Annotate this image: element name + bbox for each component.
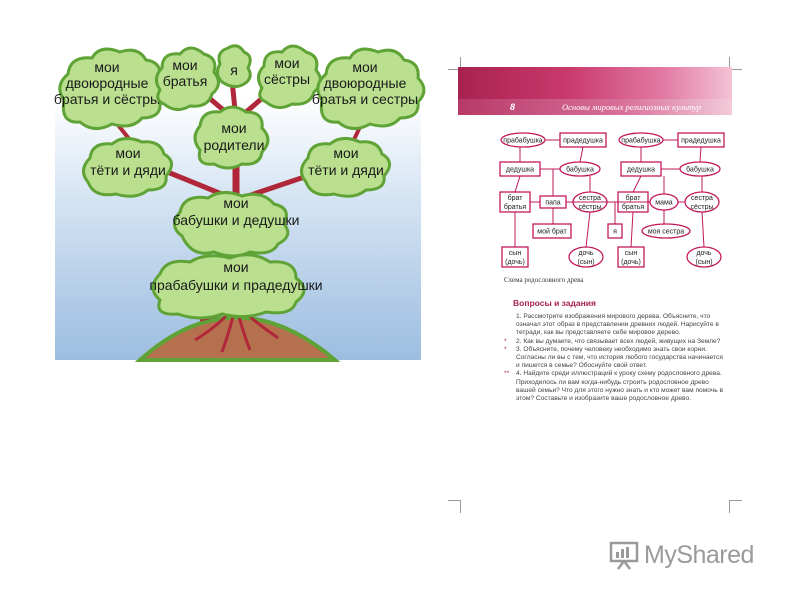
node-label: дедушка	[627, 167, 655, 174]
cloud-line: сёстры	[264, 71, 310, 87]
cloud-line: мои	[115, 145, 140, 161]
node-label: сёстры	[578, 204, 601, 211]
cloud-line: мои	[274, 55, 299, 71]
page-number: 8	[510, 102, 516, 112]
node-label: (сын)	[577, 259, 594, 266]
node-label: (сын)	[695, 259, 712, 266]
node-label: (дочь)	[505, 259, 525, 266]
question-text: 4. Найдите среди иллюстраций к уроку схе…	[516, 370, 723, 403]
difficulty-mark: *	[504, 337, 507, 345]
cloud-great-grandparents: мои прабабушки и прадедушки	[149, 253, 323, 320]
node-label: сестра	[579, 195, 601, 202]
question-text: 2. Как вы думаете, что связывает всех лю…	[516, 337, 721, 345]
node-label: братья	[622, 203, 644, 211]
cloud-cousins-left: мои двоюродные братья и сёстры	[54, 47, 168, 130]
cloud-line: мои	[221, 120, 246, 136]
question-item: * 3. Объясните, почему человеку необходим…	[504, 345, 726, 371]
questions-title: Вопросы и задания	[513, 298, 596, 308]
question-item: ** 4. Найдите среди иллюстраций к уроку с…	[504, 370, 726, 403]
node-label: бабушка	[566, 166, 594, 174]
cloud-line: прабабушки и прадедушки	[149, 277, 322, 293]
cloud-grandparents: мои бабушки и дедушки	[173, 191, 300, 258]
scheme-connectors	[514, 139, 705, 248]
logo-shared: Shared	[676, 541, 754, 569]
node-label: сын	[625, 250, 638, 257]
question-item: 1. Рассмотрите изображения мирового дере…	[516, 313, 726, 338]
node-label: сестра	[691, 195, 713, 202]
node-my-sister	[641, 223, 691, 239]
cloud-line: мои	[172, 57, 197, 73]
node-label: прадедушка	[563, 138, 603, 145]
cloud-line: тёти и дяди	[90, 162, 166, 178]
node-label: братья	[504, 203, 526, 211]
cloud-line: тёти и дяди	[308, 162, 384, 178]
question-text: 1. Рассмотрите изображения мирового дере…	[516, 313, 719, 337]
cloud-line: двоюродные	[324, 75, 407, 91]
cloud-line: братья и сестры	[312, 91, 418, 107]
crop-mark	[448, 500, 461, 513]
cloud-parents: мои родители	[193, 105, 270, 170]
cloud-line: братья	[163, 73, 208, 89]
header-band	[458, 67, 732, 99]
node-label: дочь	[578, 250, 593, 257]
node-label: прадедушка	[681, 138, 721, 145]
cloud-cousins-right: мои двоюродные братья и сестры	[312, 47, 426, 130]
cloud-line: родители	[204, 137, 265, 153]
cloud-line: двоюродные	[66, 75, 149, 91]
difficulty-mark: *	[504, 345, 507, 353]
node-label: сын	[509, 250, 522, 257]
genealogy-scheme: прабабушка прадедушка прабабушка прадеду…	[499, 132, 725, 268]
cloud-line: бабушки и дедушки	[173, 212, 300, 228]
textbook-page: 8 Основы мировых религиозных культур	[448, 57, 742, 513]
logo-text: MyShared	[644, 541, 754, 570]
crop-mark	[729, 57, 742, 70]
cloud-sisters: мои сёстры	[257, 44, 322, 109]
node-label: (дочь)	[621, 259, 641, 266]
logo-my: My	[644, 541, 677, 569]
scheme-caption: Схема родословного древа	[504, 276, 584, 284]
node-label: бабушка	[686, 166, 714, 174]
node-label: мой брат	[537, 228, 567, 236]
cloud-line: я	[230, 62, 238, 78]
node-label: моя сестра	[648, 229, 684, 236]
question-item: * 2. Как вы думаете, что связывает всех л…	[504, 337, 726, 346]
questions-list: 1. Рассмотрите изображения мирового дере…	[504, 313, 726, 403]
cloud-aunts-left: мои тёти и дяди	[82, 137, 173, 198]
cloud-line: мои	[333, 145, 358, 161]
family-tree-illustration: мои двоюродные братья и сёстры мои брать…	[54, 44, 426, 362]
node-my-brother	[532, 223, 572, 239]
cloud-line: братья и сёстры	[54, 91, 160, 107]
node-label: дедушка	[506, 167, 534, 174]
node-label: брат	[626, 194, 642, 202]
node-label: брат	[508, 194, 524, 202]
node-son-2	[617, 246, 645, 268]
cloud-line: мои	[223, 259, 248, 275]
cloud-brothers: мои братья	[155, 46, 220, 111]
node-label: мама	[655, 200, 673, 207]
presentation-board-icon	[609, 541, 639, 570]
node-label: прабабушка	[503, 137, 543, 145]
cloud-line: мои	[223, 195, 248, 211]
header-bar	[458, 99, 732, 115]
cloud-line: мои	[94, 59, 119, 75]
cloud-aunts-right: мои тёти и дяди	[300, 137, 391, 198]
node-label: я	[613, 229, 617, 236]
node-daughter-2	[686, 246, 722, 268]
question-text: 3. Объясните, почему человеку необходимо…	[516, 345, 723, 370]
difficulty-mark: **	[504, 370, 510, 378]
node-label: сёстры	[690, 204, 713, 211]
running-title: Основы мировых религиозных культур	[562, 102, 701, 112]
cloud-me: я	[215, 44, 252, 89]
cloud-line: мои	[352, 59, 377, 75]
node-label: папа	[545, 200, 560, 207]
node-label: прабабушка	[621, 137, 661, 145]
myshared-logo: MyShared	[608, 539, 778, 573]
crop-mark	[729, 500, 742, 513]
crop-mark	[448, 57, 461, 70]
node-label: дочь	[696, 250, 711, 257]
